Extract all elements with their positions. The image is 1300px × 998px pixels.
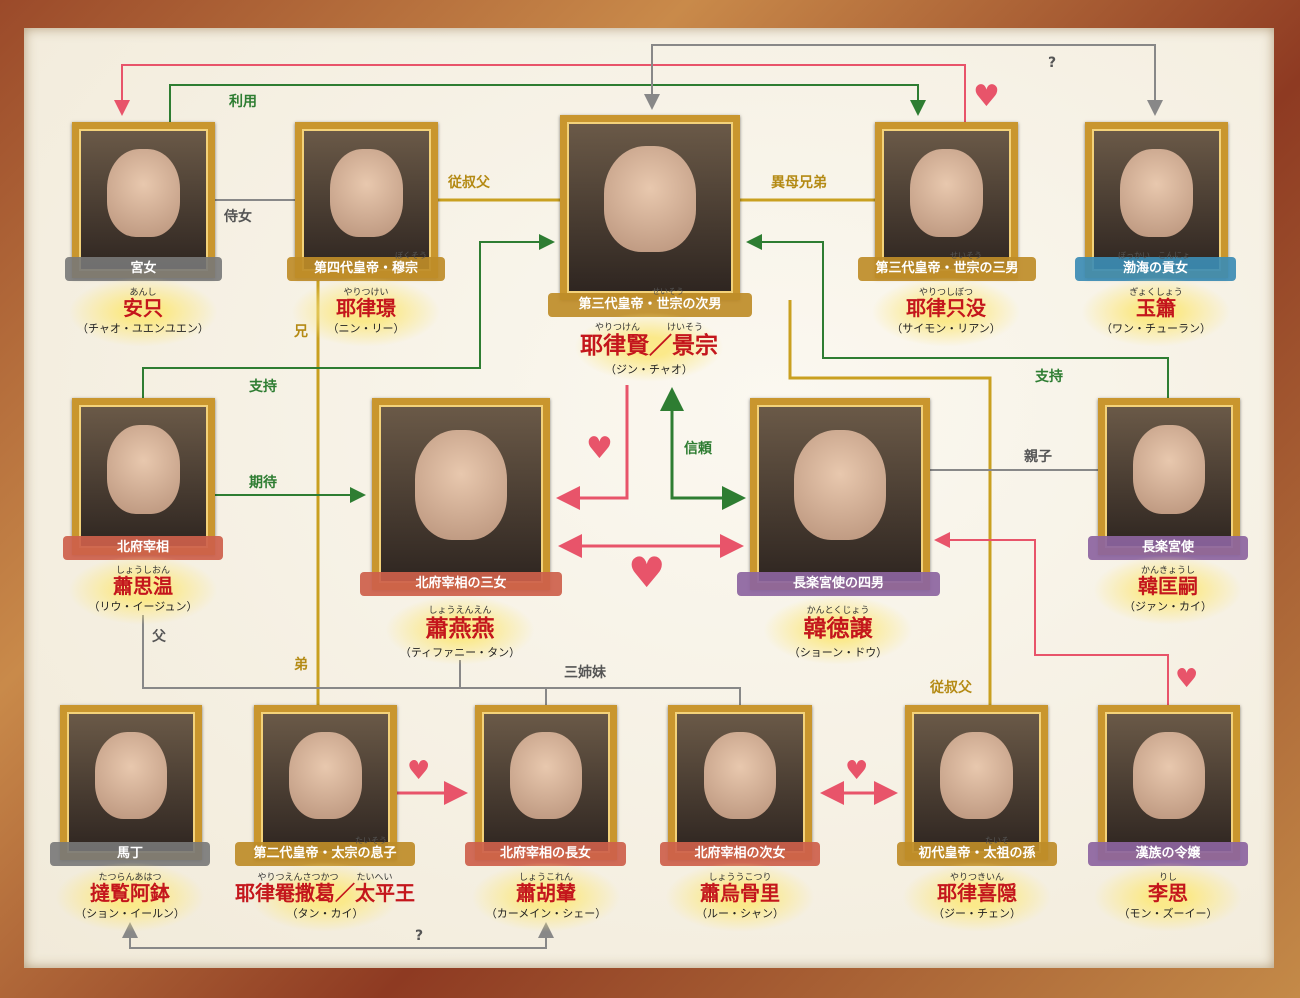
relation-label: 侍女	[224, 209, 252, 225]
portrait-xiao-wuguli	[668, 705, 812, 860]
heart-icon: ♥	[1175, 664, 1199, 694]
heart-icon: ♥	[973, 79, 1000, 114]
relation-label: 期待	[249, 475, 277, 491]
portrait-xiao-yanyan	[372, 398, 550, 590]
role-label: 宮女	[65, 257, 222, 281]
name-xiao-yanyan: しょうえんえん蕭燕燕（ティファニー・タン）	[360, 595, 560, 665]
heart-icon: ♥	[586, 431, 613, 466]
portrait-han-kuangsi	[1098, 398, 1240, 555]
heart-icon: ♥	[628, 548, 666, 597]
name-xiao-wuguli: しょううこつり蕭烏骨里（ルー・シャン）	[640, 862, 840, 932]
portrait-yelu-xiyin	[905, 705, 1048, 860]
portrait-han-derang	[750, 398, 930, 590]
role-ruby: せいそう	[950, 251, 982, 260]
relation-label: ?	[415, 928, 424, 944]
relation-label: 父	[152, 629, 166, 645]
name-xiao-hunian: しょうこれん蕭胡輦（カーメイン・シェー）	[446, 862, 646, 932]
relation-label: 三姉妹	[564, 665, 606, 681]
role-label: 北府宰相の三女	[360, 572, 562, 596]
portrait-xiao-hunian	[475, 705, 617, 860]
portrait-xiao-siwen	[72, 398, 215, 555]
portrait-lisi	[1098, 705, 1240, 860]
role-ruby: たいそ	[985, 836, 1009, 845]
name-yelu-jing: やりつけい耶律璟（ニン・リー）	[266, 277, 466, 347]
name-han-derang: かんとくじょう韓徳譲（ショーン・ドウ）	[738, 595, 938, 665]
relation-label: 信頼	[684, 441, 712, 457]
heart-icon: ♥	[845, 756, 869, 786]
relation-label: 兄	[294, 324, 308, 340]
portrait-yelu-zhimo	[875, 122, 1018, 278]
relation-label: 支持	[1035, 369, 1063, 385]
name-anshi: あんし安只（チャオ・ユエンユエン）	[43, 277, 243, 347]
line-red-top	[114, 64, 966, 122]
name-yelu-zhimo: やりつしぼつ耶律只没（サイモン・リアン）	[846, 277, 1046, 347]
role-ruby: ぼっかい こんにょ	[1118, 251, 1190, 260]
relation-label: 従叔父	[448, 175, 490, 191]
role-label: 第二代皇帝・太宗の息子	[235, 842, 415, 866]
name-yuxiao: ぎょくしょう玉簫（ワン・チューラン）	[1056, 277, 1256, 347]
name-yelu-xian: やりつけん けいそう耶律賢／景宗（ジン・チャオ）	[549, 312, 749, 382]
heart-icon: ♥	[407, 756, 431, 786]
role-ruby: せいそう	[652, 287, 684, 296]
portrait-anshi	[72, 122, 215, 278]
name-yelu-yansage: やりつえんさつかつ たいへい耶律罨撒葛／太平王（タン・カイ）	[205, 862, 445, 932]
name-xiao-siwen: しょうしおん蕭思温（リウ・イージュン）	[43, 555, 243, 625]
portrait-talan-abo	[60, 705, 202, 860]
name-lisi: りし李思（モン・ズーイー）	[1068, 862, 1268, 932]
relation-label: 従叔父	[930, 680, 972, 696]
role-ruby: ぼくそう	[395, 251, 427, 260]
role-label: 長楽宮使の四男	[737, 572, 940, 596]
name-talan-abo: たつらんあはつ撻覧阿鉢（ション・イールン）	[30, 862, 230, 932]
portrait-yelu-xian	[560, 115, 740, 300]
relation-label: 弟	[294, 657, 308, 673]
relation-label: 利用	[229, 94, 257, 110]
relation-label: 異母兄弟	[771, 175, 827, 191]
portrait-yelu-jing	[295, 122, 438, 278]
relation-label: ?	[1048, 55, 1057, 71]
line-question-top	[651, 44, 1163, 116]
role-ruby: たいそう	[355, 836, 387, 845]
role-label: 馬丁	[50, 842, 210, 866]
relation-label: 親子	[1024, 449, 1052, 465]
name-han-kuangsi: かんきょうし韓匡嗣（ジァン・カイ）	[1068, 555, 1268, 625]
relation-label: 支持	[249, 379, 277, 395]
portrait-yuxiao	[1085, 122, 1228, 278]
name-yelu-xiyin: やりつきいん耶律喜隠（ジー・チェン）	[877, 862, 1077, 932]
line-riyou	[169, 84, 926, 122]
